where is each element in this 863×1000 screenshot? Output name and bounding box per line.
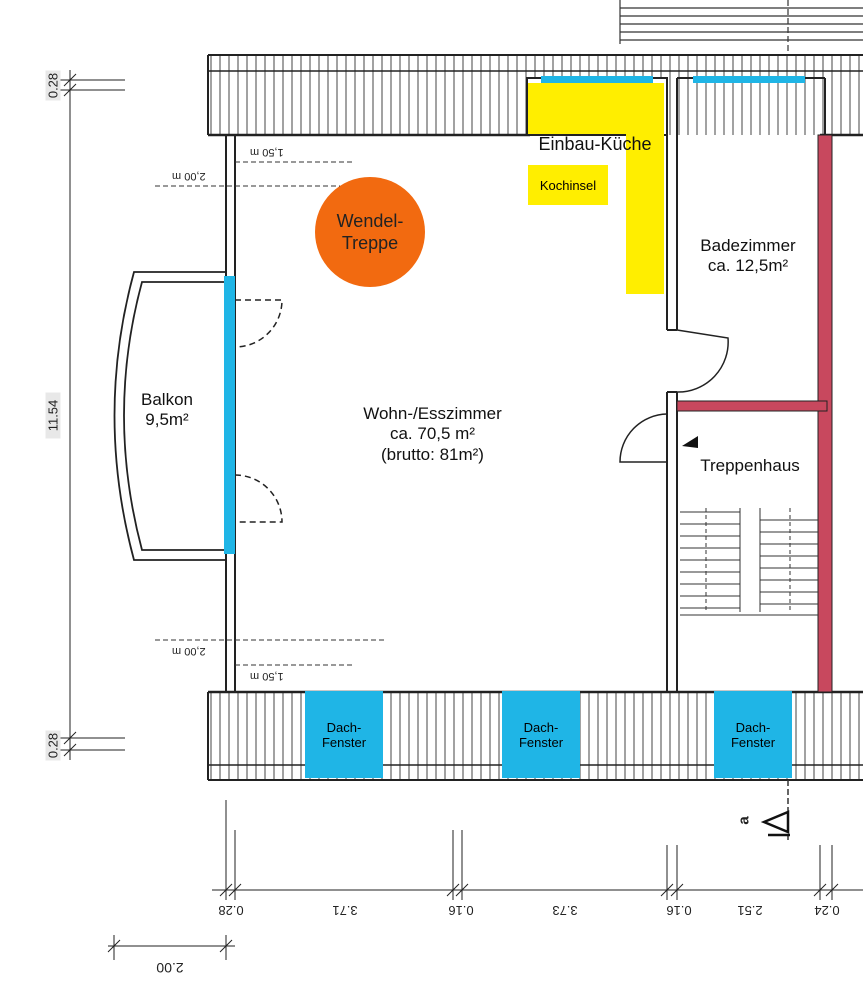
dim-overhang: 2.00 [156, 960, 184, 976]
bottom-dimension-line [107, 800, 863, 960]
slope-label-top-inner: 1,50 m [250, 146, 284, 158]
bathroom-label: Badezimmer ca. 12,5m² [678, 236, 818, 277]
balcony-name: Balkon [141, 390, 193, 409]
skylight-label-3: Dach- Fenster [714, 691, 792, 778]
interior-walls [666, 77, 826, 692]
windows [224, 76, 805, 554]
entrance-arrow-icon [682, 436, 698, 448]
slope-label-bottom-outer: 2,00 m [172, 645, 206, 657]
spiral-stair-line2: Treppe [341, 232, 399, 253]
skylight-1-line2: Fenster [321, 734, 367, 750]
slope-lines-bottom [155, 639, 385, 666]
dim-bottom-5: 2.51 [737, 903, 763, 918]
slope-lines-top [155, 161, 355, 187]
dim-bottom-6: 0.24 [814, 903, 840, 918]
dim-bottom-0: 0.28 [218, 903, 244, 918]
living-gross: (brutto: 81m²) [381, 444, 484, 464]
top-stair-lines [619, 0, 863, 56]
island-label: Kochinsel [528, 165, 608, 205]
kitchen-label: Einbau-Küche [538, 134, 652, 154]
dim-bottom-1: 3.71 [332, 903, 358, 918]
skylight-2-line1: Dach- [523, 719, 559, 735]
skylight-3-line1: Dach- [735, 719, 771, 735]
living-label: Wohn-/Esszimmer ca. 70,5 m² (brutto: 81m… [320, 404, 545, 465]
balcony-outline [113, 271, 226, 561]
dim-bottom-wall: 0.28 [45, 730, 61, 761]
left-dimension-line [60, 70, 125, 760]
stairwell-door [619, 413, 668, 463]
section-marker-label: a [735, 816, 753, 825]
skylight-3-line2: Fenster [730, 734, 776, 750]
balcony-label: Balkon 9,5m² [120, 390, 214, 431]
stairwell-walls [676, 134, 833, 693]
spiral-stair-circle [315, 177, 425, 287]
dim-bottom-2: 0.16 [448, 903, 474, 918]
skylight-label-1: Dach- Fenster [305, 691, 383, 778]
bathroom-door [676, 329, 729, 393]
skylight-boxes [305, 691, 792, 778]
living-area: ca. 70,5 m² [389, 424, 476, 444]
stairwell-stairs [680, 508, 818, 616]
spiral-stair-label: Wendel- Treppe [315, 211, 425, 254]
island-text: Kochinsel [539, 177, 597, 193]
kitchen-area [526, 77, 668, 294]
dim-top-wall: 0.28 [45, 70, 61, 101]
spiral-stair-line1: Wendel- [336, 211, 404, 231]
dim-bottom-3: 3.73 [552, 903, 578, 918]
dim-bottom-4: 0.16 [666, 903, 692, 918]
skylight-2-line2: Fenster [518, 734, 564, 750]
bathroom-name: Badezimmer [700, 236, 796, 255]
balcony-doors [234, 299, 283, 523]
dim-height-total: 11.54 [45, 392, 61, 439]
skylight-label-2: Dach- Fenster [502, 691, 580, 778]
slope-label-bottom-inner: 1,50 m [250, 670, 284, 682]
living-name: Wohn-/Esszimmer [363, 404, 502, 423]
stairwell-label: Treppenhaus [700, 456, 800, 475]
section-marker [760, 780, 790, 840]
skylight-1-line1: Dach- [326, 719, 362, 735]
slope-label-top-outer: 2,00 m [172, 170, 206, 182]
balcony-area: 9,5m² [145, 410, 189, 430]
bathroom-area: ca. 12,5m² [707, 256, 789, 276]
